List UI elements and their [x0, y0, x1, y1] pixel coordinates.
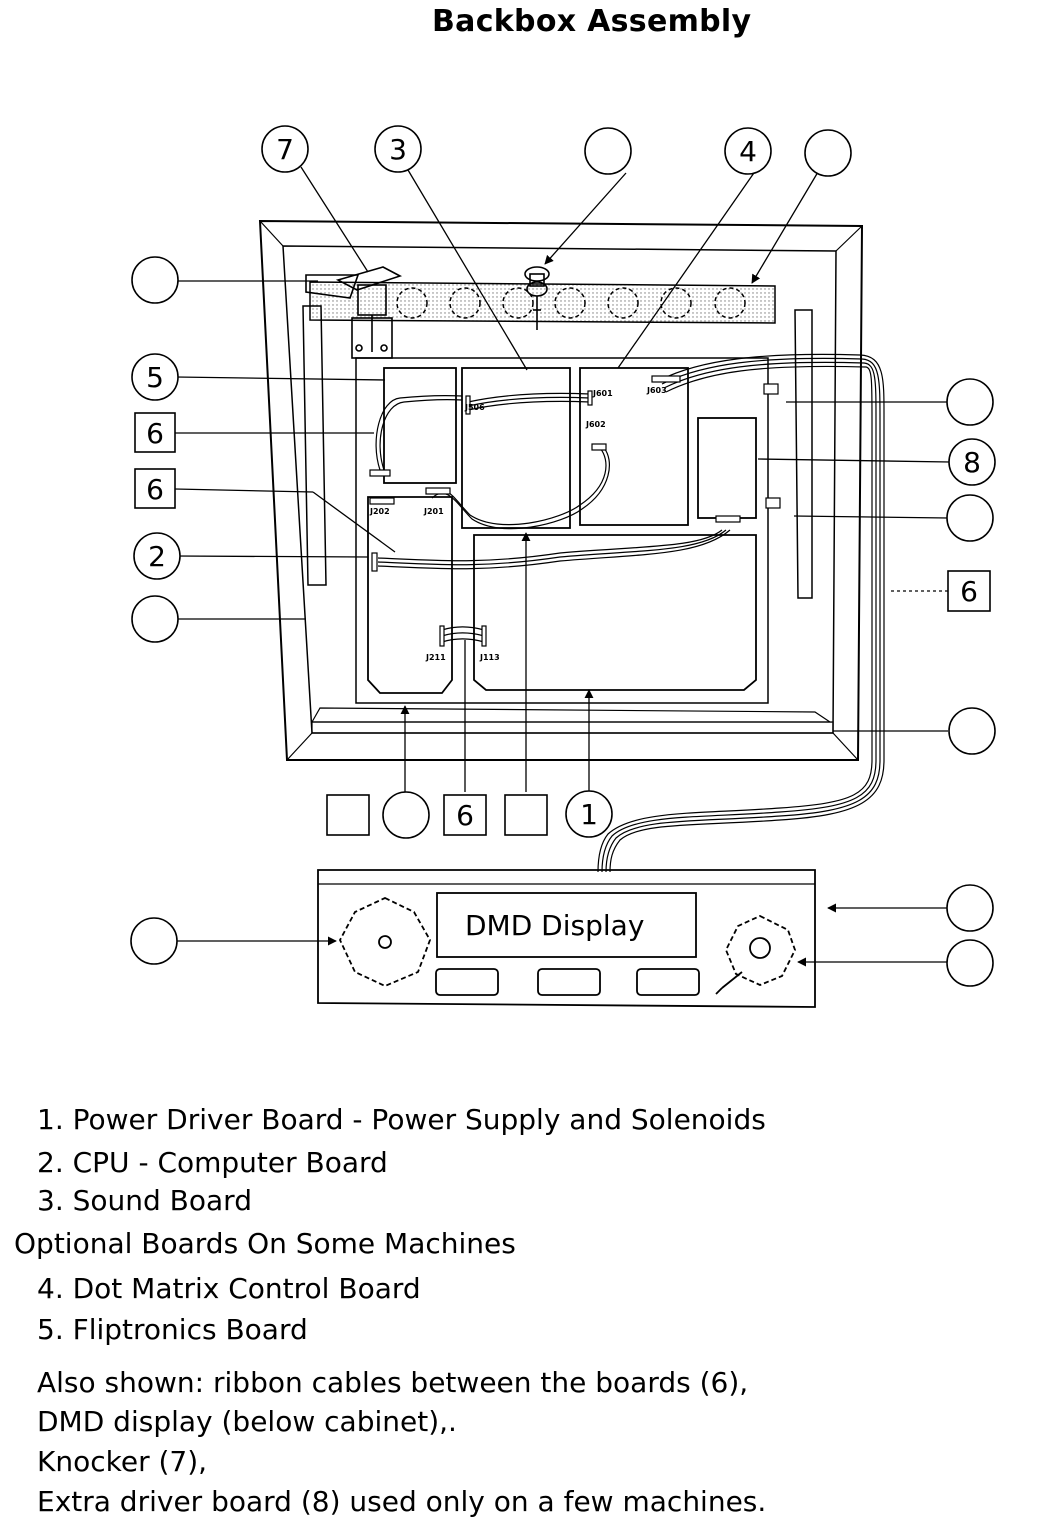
- callout-3-label: 3: [389, 133, 407, 166]
- backbox-diagram: J506 J601 J603 J602 J202 J201 J211 J113 …: [130, 125, 996, 1008]
- callout-blank-right-1: [946, 378, 994, 426]
- callout-1-label: 1: [580, 798, 598, 831]
- legend-note-4: Extra driver board (8) used only on a fe…: [37, 1485, 767, 1518]
- callout-blank-dmd-left: [130, 917, 178, 965]
- legend-note-1: Also shown: ribbon cables between the bo…: [37, 1366, 749, 1399]
- legend-item-4: 4. Dot Matrix Control Board: [37, 1272, 421, 1305]
- callout-blank-box-bottom-2: [504, 794, 548, 836]
- callout-blank-left-2: [131, 595, 179, 643]
- callout-4-label: 4: [739, 135, 757, 168]
- power-driver-board: [473, 534, 757, 691]
- boards: [367, 367, 757, 694]
- callout-1: [565, 790, 613, 838]
- callout-blank-left-1: [131, 256, 179, 304]
- fliptronics-board: [383, 367, 457, 484]
- ribbon-cables: [375, 353, 885, 873]
- callout-blank-dmd-right-1: [946, 884, 994, 932]
- callout-blank-right-2: [946, 494, 994, 542]
- diagram-title: Backbox Assembly: [432, 4, 752, 39]
- callout-4: [724, 127, 772, 175]
- callout-6-box-d: [443, 794, 487, 836]
- callout-6b-label: 6: [146, 473, 164, 506]
- callout-8: [948, 438, 996, 486]
- connector-plugs: [369, 375, 781, 647]
- legend-item-2: 2. CPU - Computer Board: [37, 1146, 388, 1179]
- connector-j506: J506: [464, 403, 485, 412]
- legend-item-3: 3. Sound Board: [37, 1184, 252, 1217]
- extra-driver-board: [697, 417, 757, 519]
- callout-6c-label: 6: [960, 575, 978, 608]
- callout-7-label: 7: [276, 133, 294, 166]
- callout-blank-dmd-right-2: [946, 939, 994, 987]
- callout-5-label: 5: [146, 361, 164, 394]
- connector-j211: J211: [425, 653, 446, 662]
- cpu-board: [367, 496, 453, 694]
- callouts: [130, 125, 996, 987]
- dmd-display-assembly: [317, 869, 816, 1008]
- callout-6-box-a: [134, 412, 176, 453]
- callout-8-label: 8: [963, 446, 981, 479]
- callout-6d-label: 6: [456, 799, 474, 832]
- callout-blank-top: [584, 127, 632, 175]
- callout-2: [133, 532, 181, 580]
- connector-j603: J603: [646, 386, 667, 395]
- callout-3: [374, 125, 422, 173]
- callout-6a-label: 6: [146, 417, 164, 450]
- connector-j202: J202: [369, 507, 390, 516]
- callout-5: [131, 353, 179, 401]
- connector-j201: J201: [423, 507, 444, 516]
- callout-blank-top-right: [804, 129, 852, 177]
- legend-optional-heading: Optional Boards On Some Machines: [14, 1227, 516, 1260]
- callout-6-box-c: [947, 570, 991, 612]
- callout-6-box-b: [134, 468, 176, 509]
- connector-j602: J602: [585, 420, 606, 429]
- lock-and-key: [524, 266, 550, 330]
- dmd-display-label: DMD Display: [465, 909, 644, 942]
- callout-blank-right-3: [948, 707, 996, 755]
- connector-j601: J601: [592, 389, 613, 398]
- sound-board: [461, 367, 571, 529]
- callout-2-label: 2: [148, 540, 166, 573]
- backbox-cabinet: [258, 219, 864, 761]
- leader-lines: [174, 166, 951, 967]
- legend-note-3: Knocker (7),: [37, 1445, 208, 1478]
- speaker-holes: [396, 287, 746, 319]
- callout-7: [261, 125, 309, 173]
- legend-note-2: DMD display (below cabinet),.: [37, 1405, 457, 1438]
- connector-j113: J113: [479, 653, 500, 662]
- legend-item-5: 5. Fliptronics Board: [37, 1313, 308, 1346]
- callout-blank-box-bottom-1: [326, 794, 370, 836]
- callout-blank-bottom: [382, 791, 430, 839]
- legend-item-1: 1. Power Driver Board - Power Supply and…: [37, 1103, 766, 1136]
